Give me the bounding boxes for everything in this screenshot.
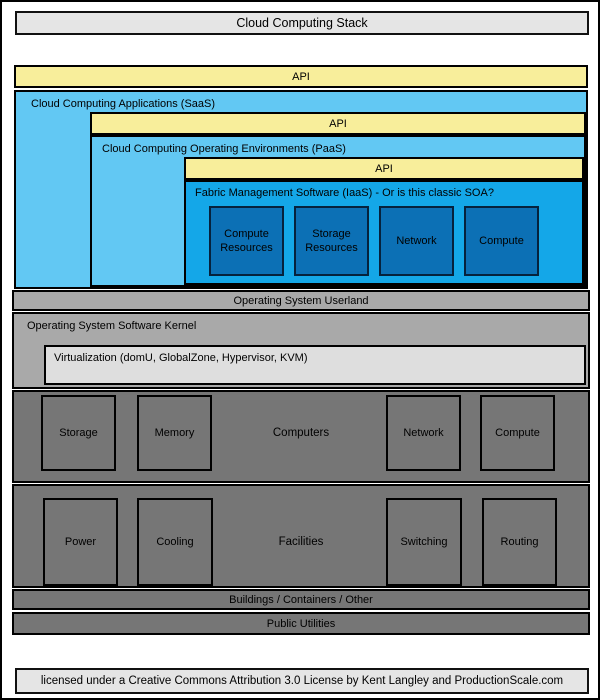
- license-bar: licensed under a Creative Commons Attrib…: [15, 668, 589, 694]
- license-text: licensed under a Creative Commons Attrib…: [40, 675, 564, 687]
- facilities-label-text: Facilities: [278, 536, 324, 548]
- hw-box-label: Network: [403, 427, 444, 439]
- paas-box: Cloud Computing Operating Environments (…: [90, 135, 586, 287]
- facilities-section: Facilities Power Cooling Switching Routi…: [12, 484, 590, 588]
- hw-box-routing: Routing: [482, 498, 557, 586]
- hw-box-label: Switching: [400, 536, 448, 548]
- kernel-label: Operating System Software Kernel: [27, 320, 197, 332]
- api-bar-iaas: API: [184, 157, 584, 180]
- buildings-bar: Buildings / Containers / Other: [12, 589, 590, 610]
- userland-label: Operating System Userland: [233, 294, 369, 307]
- iaas-box: Fabric Management Software (IaaS) - Or i…: [184, 180, 584, 285]
- api-bar-saas: API: [14, 65, 588, 88]
- hw-box-network: Network: [386, 395, 461, 471]
- resource-box-network: Network: [379, 206, 454, 276]
- facilities-label: Facilities: [14, 498, 588, 586]
- hw-box-compute: Compute: [480, 395, 555, 471]
- api-label: API: [375, 162, 393, 175]
- computers-label: Computers: [14, 395, 588, 471]
- resource-label: Compute Resources: [220, 228, 273, 254]
- hw-box-label: Routing: [500, 536, 539, 548]
- hw-box-storage: Storage: [41, 395, 116, 471]
- saas-box: Cloud Computing Applications (SaaS) API …: [14, 90, 588, 289]
- computers-section: Computers Storage Memory Network Compute: [12, 390, 590, 483]
- hw-box-label: Storage: [59, 427, 98, 439]
- utilities-bar: Public Utilities: [12, 612, 590, 635]
- iaas-resources-row: Compute Resources Storage Resources Netw…: [209, 206, 539, 276]
- saas-label: Cloud Computing Applications (SaaS): [31, 98, 216, 110]
- resource-box-compute-resources: Compute Resources: [209, 206, 284, 276]
- api-label: API: [292, 70, 310, 83]
- hw-box-cooling: Cooling: [137, 498, 213, 586]
- hw-box-power: Power: [43, 498, 118, 586]
- title-bar: Cloud Computing Stack: [15, 11, 589, 35]
- hw-box-label: Cooling: [156, 536, 194, 548]
- resource-label: Storage Resources: [305, 228, 358, 254]
- hw-box-switching: Switching: [386, 498, 462, 586]
- resource-box-storage-resources: Storage Resources: [294, 206, 369, 276]
- buildings-label: Buildings / Containers / Other: [229, 593, 373, 606]
- userland-bar: Operating System Userland: [12, 290, 590, 311]
- resource-box-compute: Compute: [464, 206, 539, 276]
- virtualization-bar: Virtualization (domU, GlobalZone, Hyperv…: [44, 345, 586, 385]
- utilities-label: Public Utilities: [266, 617, 336, 630]
- computers-label-text: Computers: [272, 427, 330, 439]
- diagram-title: Cloud Computing Stack: [236, 16, 368, 30]
- api-label: API: [329, 117, 347, 130]
- hw-box-label: Memory: [154, 427, 195, 439]
- hw-box-label: Power: [64, 536, 97, 548]
- virtualization-label: Virtualization (domU, GlobalZone, Hyperv…: [54, 352, 308, 364]
- kernel-box: Operating System Software Kernel Virtual…: [12, 312, 590, 389]
- api-bar-paas: API: [90, 112, 586, 135]
- resource-label: Compute: [479, 235, 524, 247]
- hw-box-memory: Memory: [137, 395, 212, 471]
- resource-label: Network: [396, 235, 437, 247]
- hw-box-label: Compute: [495, 427, 540, 439]
- iaas-label: Fabric Management Software (IaaS) - Or i…: [195, 187, 494, 199]
- paas-label: Cloud Computing Operating Environments (…: [102, 143, 346, 155]
